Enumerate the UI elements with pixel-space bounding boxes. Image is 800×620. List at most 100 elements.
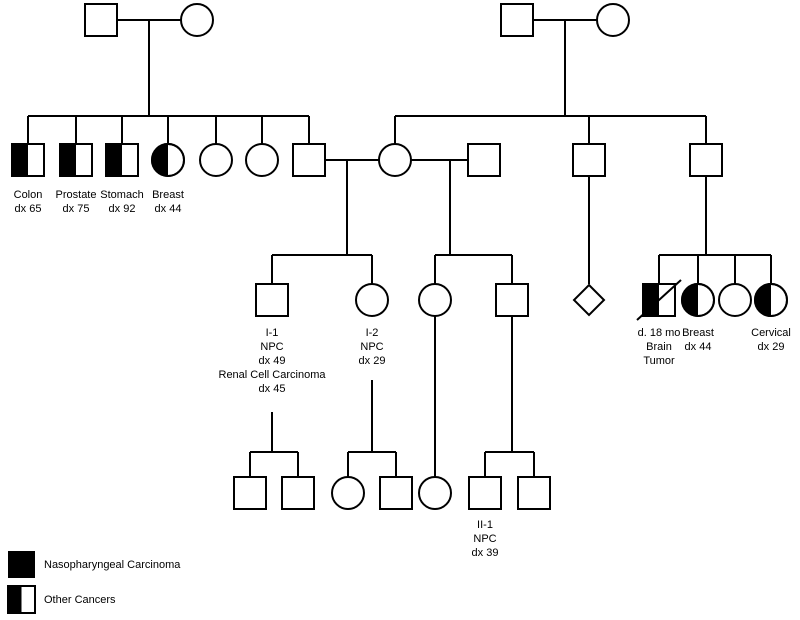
individual-hs2 xyxy=(495,283,529,317)
individual-mpartner xyxy=(467,143,501,177)
individual-hs1 xyxy=(418,283,452,317)
label-ii1-id: II-1 xyxy=(477,519,493,531)
legend: Nasopharyngeal Carcinoma Other Cancers xyxy=(7,551,181,614)
male-symbol xyxy=(281,476,315,510)
label-i2-age: dx 29 xyxy=(359,355,386,367)
label-ii1-age: dx 39 xyxy=(472,547,499,559)
legend-npc-symbol xyxy=(8,551,35,578)
label-deceased-cousin: d. 18 mo Brain Tumor xyxy=(638,327,681,367)
individual-c3 xyxy=(718,283,752,317)
half-fill xyxy=(643,284,659,316)
male-symbol xyxy=(84,3,118,37)
label-i1-dx2: Renal Cell Carcinoma xyxy=(219,369,327,381)
female-symbol xyxy=(418,283,452,317)
individual-m2 xyxy=(572,143,606,177)
individual-p1 xyxy=(11,143,45,177)
symbol-outline xyxy=(151,143,185,177)
individual-c2 xyxy=(681,283,715,317)
legend-other-label: Other Cancers xyxy=(44,594,116,606)
label-prostate-line1: Prostate xyxy=(56,189,97,201)
label-deceased-line3: Tumor xyxy=(643,355,675,367)
male-symbol xyxy=(292,143,326,177)
label-breast-uncle-side: Breast dx 44 xyxy=(152,189,184,215)
individual-dia xyxy=(572,283,606,317)
label-cervical-line1: Cervical xyxy=(751,327,791,339)
label-stomach-line2: dx 92 xyxy=(109,203,136,215)
half-fill xyxy=(60,144,76,176)
individual-p5 xyxy=(199,143,233,177)
label-prostate: Prostate dx 75 xyxy=(56,189,97,215)
legend-other-symbol xyxy=(7,585,36,614)
label-breast-cousin-line2: dx 44 xyxy=(685,341,712,353)
half-fill xyxy=(682,284,698,316)
half-fill xyxy=(152,144,168,176)
female-symbol xyxy=(199,143,233,177)
individual-c4 xyxy=(754,283,788,317)
individual-g2 xyxy=(281,476,315,510)
label-stomach: Stomach dx 92 xyxy=(100,189,143,215)
female-symbol xyxy=(355,283,389,317)
pedigree-lines xyxy=(27,19,772,477)
label-prostate-line2: dx 75 xyxy=(63,203,90,215)
label-ii1: II-1 NPC dx 39 xyxy=(472,519,499,559)
half-fill xyxy=(106,144,122,176)
male-symbol xyxy=(379,476,413,510)
label-breast-cousin-line1: Breast xyxy=(682,327,714,339)
individual-mgf xyxy=(500,3,534,37)
individual-i2 xyxy=(355,283,389,317)
symbol-outline xyxy=(642,283,676,317)
deceased-slash xyxy=(636,279,682,321)
female-symbol xyxy=(596,3,630,37)
label-breast-line2: dx 44 xyxy=(155,203,182,215)
individual-p4 xyxy=(151,143,185,177)
male-symbol xyxy=(495,283,529,317)
male-symbol xyxy=(233,476,267,510)
label-cervical: Cervical dx 29 xyxy=(751,327,791,353)
half-fill xyxy=(12,144,28,176)
individual-g4 xyxy=(379,476,413,510)
male-symbol xyxy=(255,283,289,317)
female-symbol xyxy=(180,3,214,37)
symbol-outline xyxy=(105,143,139,177)
individual-p3 xyxy=(105,143,139,177)
symbol-outline xyxy=(754,283,788,317)
label-cervical-line2: dx 29 xyxy=(758,341,785,353)
legend-npc-label: Nasopharyngeal Carcinoma xyxy=(44,559,181,571)
symbol-outline xyxy=(11,143,45,177)
label-deceased-line1: d. 18 mo xyxy=(638,327,681,339)
unknown-sex-symbol xyxy=(572,283,606,317)
male-symbol xyxy=(468,476,502,510)
individual-p2 xyxy=(59,143,93,177)
individual-g7 xyxy=(517,476,551,510)
individual-p6 xyxy=(245,143,279,177)
legend-other-fill xyxy=(8,586,22,613)
individual-g5 xyxy=(418,476,452,510)
female-symbol xyxy=(378,143,412,177)
label-deceased-line2: Brain xyxy=(646,341,672,353)
individual-pgf xyxy=(84,3,118,37)
label-i1: I-1 NPC dx 49 Renal Cell Carcinoma dx 45 xyxy=(219,327,327,395)
label-i2-id: I-2 xyxy=(366,327,379,339)
individual-i1 xyxy=(255,283,289,317)
symbol-outline xyxy=(59,143,93,177)
label-stomach-line1: Stomach xyxy=(100,189,143,201)
male-symbol xyxy=(689,143,723,177)
label-breast-cousin: Breast dx 44 xyxy=(682,327,714,353)
individual-father xyxy=(292,143,326,177)
male-symbol xyxy=(500,3,534,37)
female-symbol xyxy=(418,476,452,510)
individual-mother xyxy=(378,143,412,177)
label-breast-line1: Breast xyxy=(152,189,184,201)
label-i1-age2: dx 45 xyxy=(259,383,286,395)
label-i2-dx: NPC xyxy=(360,341,383,353)
legend-item-npc: Nasopharyngeal Carcinoma xyxy=(8,551,181,578)
individual-c1 xyxy=(636,279,682,321)
legend-item-other: Other Cancers xyxy=(7,585,116,614)
individual-g3 xyxy=(331,476,365,510)
half-fill xyxy=(755,284,771,316)
symbol-outline xyxy=(681,283,715,317)
label-i1-id: I-1 xyxy=(266,327,279,339)
male-symbol xyxy=(467,143,501,177)
male-symbol xyxy=(572,143,606,177)
